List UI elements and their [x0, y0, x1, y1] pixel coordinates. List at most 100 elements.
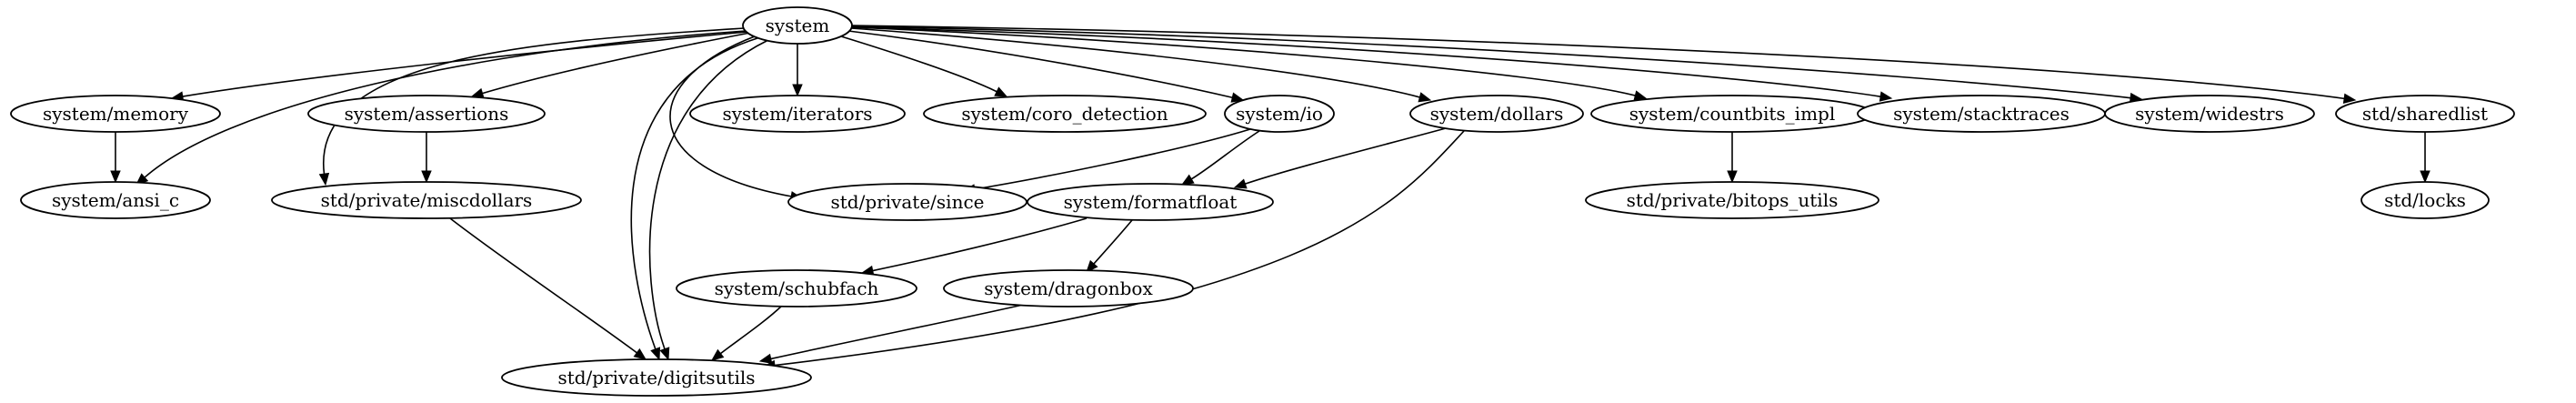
edge-system_formatfloat-to-system_schubfach: [860, 217, 1088, 277]
arrowhead: [110, 170, 121, 184]
arrowhead: [1230, 92, 1245, 103]
node-label: system/iterators: [722, 103, 872, 125]
edge-line: [323, 27, 745, 175]
edge-line: [449, 217, 637, 354]
node-label: std/private/miscdollars: [321, 189, 533, 211]
node-label: std/sharedlist: [2362, 103, 2488, 125]
edge-system-to-system_coro_detection: [840, 35, 1008, 97]
edge-line: [840, 35, 997, 93]
nodes-layer: system system/memory system/ansi_c system/a…: [10, 6, 2515, 397]
node-std_private_digitsutils[interactable]: std/private/digitsutils: [501, 358, 812, 397]
node-std_private_bitops_utils[interactable]: std/private/bitops_utils: [1585, 181, 1879, 219]
arrowhead: [2342, 93, 2357, 104]
node-std_sharedlist[interactable]: std/sharedlist: [2335, 95, 2515, 133]
edge-line: [1093, 219, 1133, 265]
edge-line: [648, 39, 769, 349]
edge-std_private_miscdollars-to-std_private_digitsutils: [449, 217, 647, 360]
node-ellipse: [1409, 95, 1584, 133]
edge-line: [482, 32, 751, 95]
node-label: std/locks: [2384, 189, 2466, 211]
node-system_memory[interactable]: system/memory: [10, 95, 221, 133]
arrowhead: [792, 84, 803, 97]
arrowhead: [2420, 170, 2431, 184]
node-system_schubfach[interactable]: system/schubfach: [676, 269, 917, 307]
edge-line: [630, 37, 758, 350]
node-label: std/private/bitops_utils: [1627, 189, 1839, 211]
node-system_dollars[interactable]: system/dollars: [1409, 95, 1584, 133]
node-label: system/countbits_impl: [1629, 103, 1836, 125]
arrowhead: [994, 86, 1008, 97]
arrowhead: [659, 347, 670, 361]
node-label: system/ansi_c: [52, 189, 179, 211]
node-ellipse: [787, 183, 1027, 221]
edge-line: [974, 128, 1251, 190]
edge-std_sharedlist-to-std_locks: [2420, 132, 2431, 184]
node-ellipse: [689, 95, 906, 133]
node-label: system/stacktraces: [1893, 103, 2070, 125]
edge-line: [1190, 130, 1260, 180]
node-system_io[interactable]: system/io: [1224, 95, 1335, 133]
node-system_stacktraces[interactable]: system/stacktraces: [1857, 95, 2106, 133]
edge-line: [851, 25, 2345, 100]
node-ellipse: [676, 269, 917, 307]
edge-system_dollars-to-std_private_digitsutils: [762, 130, 1465, 371]
arrowhead: [633, 348, 647, 360]
edge-system-to-std_private_miscdollars: [318, 27, 745, 186]
arrowhead: [710, 348, 725, 361]
edge-system_assertions-to-std_private_miscdollars: [421, 132, 432, 184]
node-ellipse: [2360, 181, 2490, 219]
edge-line: [847, 30, 1233, 99]
node-ellipse: [10, 95, 221, 133]
edge-system_countbits_impl-to-std_private_bitops_utils: [1727, 132, 1738, 184]
node-system[interactable]: system: [742, 6, 853, 45]
arrowhead: [1879, 91, 1893, 102]
node-system_dragonbox[interactable]: system/dragonbox: [943, 269, 1194, 307]
node-ellipse: [1585, 181, 1879, 219]
arrowhead: [1086, 259, 1098, 273]
edge-system-to-system_dollars: [850, 27, 1432, 103]
node-label: std/private/digitsutils: [557, 367, 755, 388]
arrowhead: [318, 172, 330, 186]
node-label: system/coro_detection: [961, 103, 1168, 125]
edge-line: [851, 25, 2131, 99]
node-label: system/schubfach: [715, 277, 879, 299]
edge-line: [1245, 127, 1447, 185]
edge-line: [144, 30, 747, 178]
edge-system-to-std_private_digitsutils: [630, 37, 758, 361]
node-system_iterators[interactable]: system/iterators: [689, 95, 906, 133]
node-label: std/private/since: [830, 191, 984, 213]
node-std_private_since[interactable]: std/private/since: [787, 183, 1027, 221]
node-label: system/dragonbox: [984, 277, 1153, 299]
edge-system-to-system_stacktraces: [851, 26, 1893, 102]
edge-system_dollars-to-system_formatfloat: [1233, 127, 1447, 189]
arrowhead: [421, 170, 432, 184]
node-label: system/formatfloat: [1064, 191, 1238, 213]
node-system_assertions[interactable]: system/assertions: [307, 95, 546, 133]
node-label: system/widestrs: [2135, 103, 2284, 125]
node-ellipse: [1027, 183, 1274, 221]
arrowhead: [1727, 170, 1738, 184]
node-system_coro_detection[interactable]: system/coro_detection: [923, 95, 1207, 133]
edge-line: [182, 31, 748, 97]
node-ellipse: [2335, 95, 2515, 133]
edge-system-to-system_iterators: [792, 43, 803, 97]
node-label: system: [766, 15, 830, 36]
node-system_formatfloat[interactable]: system/formatfloat: [1027, 183, 1274, 221]
node-ellipse: [923, 95, 1207, 133]
edge-line: [774, 130, 1465, 367]
node-system_widestrs[interactable]: system/widestrs: [2104, 95, 2315, 133]
node-label: system/memory: [43, 103, 189, 125]
edge-line: [851, 26, 1636, 96]
edge-system-to-std_sharedlist: [851, 25, 2357, 104]
arrowhead: [1180, 174, 1195, 186]
node-ellipse: [1224, 95, 1335, 133]
node-system_countbits_impl[interactable]: system/countbits_impl: [1590, 95, 1874, 133]
edge-line: [719, 305, 783, 355]
node-std_locks[interactable]: std/locks: [2360, 181, 2490, 219]
node-std_private_miscdollars[interactable]: std/private/miscdollars: [271, 181, 582, 219]
node-label: system/dollars: [1430, 103, 1564, 125]
arrowhead: [1233, 178, 1248, 189]
edge-system_schubfach-to-std_private_digitsutils: [710, 305, 783, 361]
edge-system_memory-to-system_ansi_c: [110, 132, 121, 184]
node-system_ansi_c[interactable]: system/ansi_c: [20, 181, 211, 219]
